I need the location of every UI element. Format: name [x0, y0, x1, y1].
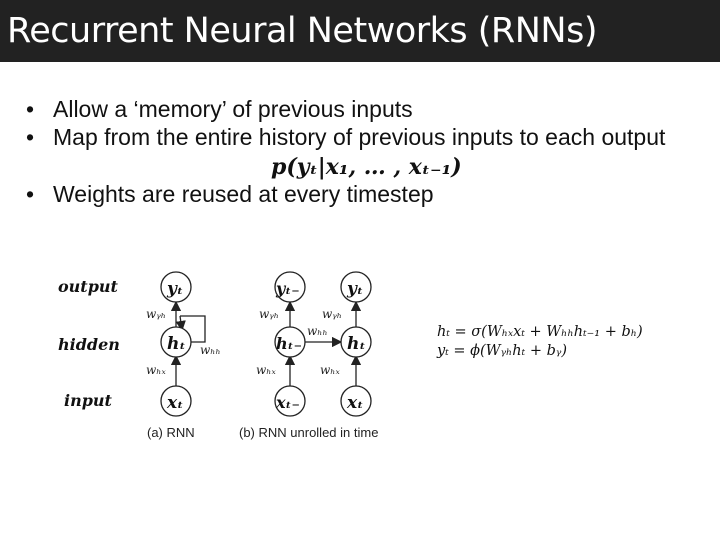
weight-whx-prev: wₕₓ	[256, 363, 276, 377]
slide-title: Recurrent Neural Networks (RNNs)	[7, 11, 597, 51]
bullet-icon: •	[26, 181, 35, 207]
bullet-text: Weights are reused at every timestep	[53, 181, 434, 207]
output-node-prev	[274, 271, 306, 303]
output-node	[160, 271, 192, 303]
input-node	[160, 385, 192, 417]
input-node-prev	[274, 385, 306, 417]
node-y-prev: yₜ₋	[275, 279, 300, 298]
output-node-current	[340, 271, 372, 303]
weight-wyh: wᵧₕ	[146, 307, 166, 321]
node-x: xₜ	[166, 393, 183, 413]
bullet-icon: •	[26, 96, 35, 122]
bullet-icon: •	[26, 124, 35, 150]
hidden-node	[160, 326, 192, 358]
equation-output: yₜ = ϕ(Wᵧₕhₜ + bᵧ)	[436, 343, 567, 359]
weight-whx-current: wₕₓ	[320, 363, 340, 377]
weight-wyh-prev: wᵧₕ	[259, 307, 279, 321]
node-h-prev: hₜ₋	[276, 334, 302, 353]
node-h-current: hₜ	[347, 334, 366, 354]
weight-wyh-current: wᵧₕ	[322, 307, 342, 321]
weight-whx: wₕₓ	[146, 363, 166, 377]
equation-hidden: hₜ = σ(Wₕₓxₜ + Wₕₕhₜ₋₁ + bₕ)	[437, 324, 643, 340]
caption-unrolled: (b) RNN unrolled in time	[239, 425, 379, 440]
row-label-output: output	[58, 277, 119, 296]
rnn-diagram: output hidden input yₜ hₜ xₜ wᵧₕ wₕₓ wₕₕ…	[58, 271, 643, 417]
node-y-current: yₜ	[346, 279, 363, 299]
input-node-current	[340, 385, 372, 417]
rnn-folded: yₜ hₜ xₜ wᵧₕ wₕₓ wₕₕ	[146, 271, 221, 417]
history-formula: p(yₜ|x₁, … , xₜ₋₁)	[271, 154, 462, 180]
weight-whh: wₕₕ	[307, 324, 328, 338]
rnn-unrolled: yₜ₋ hₜ₋ xₜ₋ yₜ hₜ xₜ wᵧₕ wᵧₕ wₕₕ wₕₓ wₕₓ	[256, 271, 372, 417]
bullet-text: Map from the entire history of previous …	[53, 124, 666, 150]
bullet-text: Allow a ‘memory’ of previous inputs	[53, 96, 413, 122]
caption-rnn: (a) RNN	[147, 425, 195, 440]
title-bar: Recurrent Neural Networks (RNNs)	[0, 0, 720, 62]
hidden-node-prev	[274, 326, 306, 358]
hidden-node-current	[340, 326, 372, 358]
node-h: hₜ	[167, 334, 186, 354]
weight-whh: wₕₕ	[200, 343, 221, 357]
row-label-hidden: hidden	[58, 335, 120, 354]
node-y: yₜ	[166, 279, 183, 299]
node-x-prev: xₜ₋	[275, 393, 300, 412]
row-label-input: input	[64, 391, 113, 410]
node-x-current: xₜ	[346, 393, 363, 413]
